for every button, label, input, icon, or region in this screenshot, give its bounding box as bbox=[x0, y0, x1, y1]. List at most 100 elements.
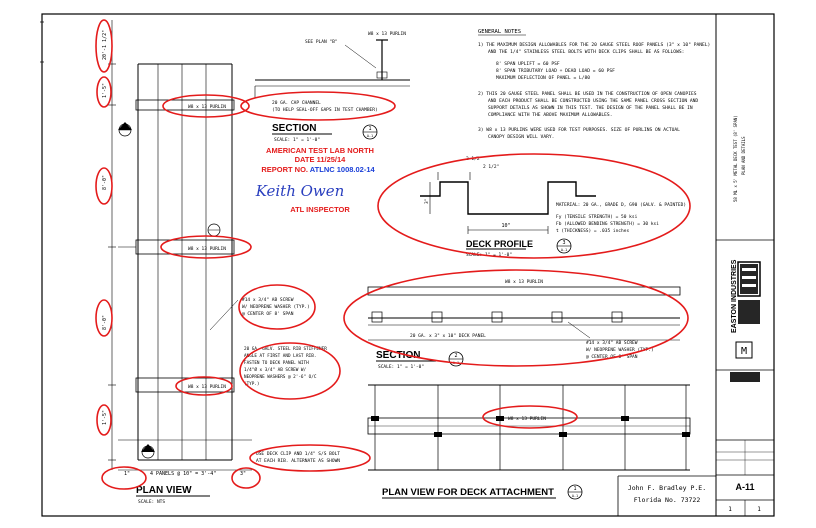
stiffener-note-6: (TYP.) bbox=[244, 381, 260, 387]
markup-ellipse bbox=[96, 404, 112, 436]
plan-view bbox=[108, 20, 252, 471]
note1-line1: 1) THE MAXIMUM DESIGN ALLOWABLES FOR THE… bbox=[478, 42, 710, 48]
notes-heading: GENERAL NOTES bbox=[478, 29, 521, 35]
note3-line2: CANOPY DESIGN WILL VARY. bbox=[488, 134, 554, 140]
stiffener-note-1: 20 GA. GALV. STEEL RIB STIFFENER bbox=[244, 346, 327, 352]
deck-bubble-sheet: A-1 bbox=[561, 248, 567, 252]
attachment-title: PLAN VIEW FOR DECK ATTACHMENT bbox=[382, 487, 554, 498]
plan-edge-right: 3" bbox=[240, 471, 246, 477]
section-mid-scale: SCALE: 1" = 1'-0" bbox=[378, 364, 424, 370]
markup-ellipse bbox=[377, 153, 691, 259]
deck-material-3: Fb (ALLOWED BENDING STRENGTH) = 30 ksi bbox=[556, 221, 659, 227]
markup-ellipse bbox=[101, 466, 147, 490]
markup-ellipse bbox=[249, 444, 371, 472]
deck-material-2: Fy (TENSILE STRENGTH) = 50 ksi bbox=[556, 214, 638, 220]
note1-sub2: 8' SPAN TRIBUTARY LOAD + DEAD LOAD = 60 … bbox=[496, 68, 615, 74]
markup-ellipse bbox=[240, 91, 396, 121]
note2-line2: AND EACH PRODUCT SHALL BE CONSTRUCTED US… bbox=[488, 98, 698, 104]
attachment-purlin: W8 x 13 PURLIN bbox=[508, 416, 546, 422]
markup-ellipse bbox=[160, 235, 252, 259]
deck-profile-title: DECK PROFILE bbox=[466, 239, 533, 249]
plan-purlin-label-1: W8 x 13 PURLIN bbox=[188, 104, 226, 110]
note1-sub1: 8' SPAN UPLIFT = 60 PSF bbox=[496, 61, 560, 67]
sheet-number: A-11 bbox=[735, 482, 754, 492]
deck-material-1: MATERIAL: 20 GA., GRADE D, G90 (GALV. & … bbox=[556, 202, 686, 208]
deck-dim-rib-right: 2 1/2" bbox=[483, 164, 499, 170]
plan-view-scale: SCALE: NTS bbox=[138, 499, 165, 505]
stamp-report-number: ATLNC 1008.02-14 bbox=[310, 165, 376, 174]
section-top-purlin: W8 x 13 PURLIN bbox=[368, 31, 406, 37]
deck-profile-bubble bbox=[556, 238, 572, 254]
attachment-bubble-sheet: A-1 bbox=[572, 494, 578, 498]
markup-ellipse bbox=[96, 76, 112, 108]
revision-block bbox=[716, 372, 774, 475]
stiffener-note-4: 1/4"Ø x 3/4" AB SCREW W/ bbox=[244, 366, 306, 373]
stiffener-note-3: FASTEN TO DECK PANEL WITH bbox=[244, 360, 309, 366]
stamp-lab-name: AMERICAN TEST LAB NORTH bbox=[266, 146, 374, 155]
plan-dim-overall: 20'-1 1/2" bbox=[102, 30, 108, 60]
stiffener-note-2: ANGLE AT FIRST AND LAST RIB. bbox=[244, 353, 316, 359]
engineer-license: Florida No. 73722 bbox=[634, 496, 701, 504]
sheet-border bbox=[41, 13, 775, 517]
section-mid-purlin: W8 x 13 PURLIN bbox=[505, 279, 543, 285]
plan-view-title: PLAN VIEW bbox=[136, 485, 192, 496]
note2-line4: COMPLIANCE WITH THE ABOVE MAXIMUM ALLOWA… bbox=[488, 112, 612, 118]
note1-line2: AND THE 1/4" STAINLESS STEEL BOLTS WITH … bbox=[488, 49, 684, 55]
plan-panels-dim: 4 PANELS @ 10" = 3'-4" bbox=[150, 471, 216, 477]
note1-sub3: MAXIMUM DEFLECTION OF PANEL = L/80 bbox=[496, 75, 590, 81]
section-mid-screw-1: #14 x 3/4" AB SCREW bbox=[586, 340, 638, 346]
deck-profile-drawing bbox=[420, 172, 596, 234]
engineer-name: John F. Bradley P.E. bbox=[628, 484, 706, 492]
attachment-clip-1: USE DECK CLIP AND 1/4" S/S BOLT bbox=[256, 451, 340, 457]
section-top-bubble-sheet: A-1 bbox=[367, 134, 373, 138]
firm-logo bbox=[737, 261, 761, 324]
plan-dim-span2: 8'-0" bbox=[102, 315, 108, 330]
plan-edge-left: 1" bbox=[124, 471, 130, 477]
section-marker bbox=[207, 223, 221, 237]
section-top-channel-2: (TO HELP SEAL-OFF GAPS IN TEST CHAMBER) bbox=[272, 107, 378, 113]
firm-name: EASTON INDUSTRIES bbox=[731, 259, 738, 333]
seal-mark: M bbox=[735, 341, 753, 359]
attachment-bubble bbox=[567, 484, 583, 500]
deck-dim-width: 10" bbox=[501, 223, 510, 229]
section-mid-bubble bbox=[448, 351, 464, 367]
section-mid-screw-2: W/ NEOPRENE WASHER (TYP.) bbox=[586, 347, 654, 353]
drawing-title-line1: 58 ML x 5' METAL DECK TEST (8' SPAN) bbox=[733, 115, 738, 202]
section-marker bbox=[118, 122, 132, 137]
plan-dim-bottom: 1'-5" bbox=[102, 410, 108, 425]
stamp-inspector-role: ATL INSPECTOR bbox=[290, 205, 350, 214]
stamp-date: DATE 11/25/14 bbox=[295, 155, 347, 164]
screw-leader bbox=[209, 299, 239, 331]
markup-ellipse bbox=[343, 269, 689, 367]
section-top-bubble-num: 1 bbox=[368, 126, 371, 132]
plan-screw-note-3: @ CENTER OF 8' SPAN bbox=[242, 311, 294, 317]
markup-ellipse bbox=[231, 467, 261, 489]
deck-material-4: t (THICKNESS) = .035 inches bbox=[556, 228, 629, 234]
markup-ellipse bbox=[175, 376, 233, 396]
section-marker bbox=[141, 444, 155, 459]
review-markup bbox=[95, 19, 691, 490]
section-top-bubble bbox=[362, 124, 378, 140]
section-mid-deck: 20 GA. x 3" x 10" DECK PANEL bbox=[410, 333, 486, 339]
markup-ellipse bbox=[239, 342, 341, 400]
stiffener-note-5: NEOPRENE WASHERS @ 2'-6" O/C bbox=[244, 374, 317, 380]
section-mid-title: SECTION bbox=[376, 350, 420, 361]
section-top-see-plan: SEE PLAN "B" bbox=[305, 39, 338, 45]
markup-ellipse bbox=[162, 94, 250, 118]
section-mid-screw-3: @ CENTER OF 8' SPAN bbox=[586, 354, 638, 360]
attachment-clip-2: AT EACH RIB. ALTERNATE AS SHOWN bbox=[256, 458, 340, 464]
svg-text:M: M bbox=[741, 346, 747, 357]
note2-line1: 2) THIS 20 GAUGE STEEL PANEL SHALL BE US… bbox=[478, 91, 697, 97]
markup-ellipse bbox=[482, 405, 578, 429]
markup-ellipse bbox=[95, 299, 113, 337]
plan-screw-note-2: W/ NEOPRENE WASHER (TYP.) bbox=[242, 304, 310, 310]
drawing-title-line2: PLAN AND DETAILS bbox=[741, 136, 746, 175]
deck-bubble-num: 3 bbox=[562, 240, 565, 246]
markup-ellipse bbox=[95, 167, 113, 205]
section-mid-drawing bbox=[367, 286, 681, 341]
markup-ellipse bbox=[238, 284, 316, 330]
deck-dim-depth: 3" bbox=[424, 199, 430, 204]
plan-purlin-label-3: W8 x 13 PURLIN bbox=[188, 384, 226, 390]
stamp-report: REPORT NO. ATLNC 1008.02-14 bbox=[261, 165, 375, 174]
deck-dim-rib-left: 2 1/2" bbox=[466, 156, 482, 162]
